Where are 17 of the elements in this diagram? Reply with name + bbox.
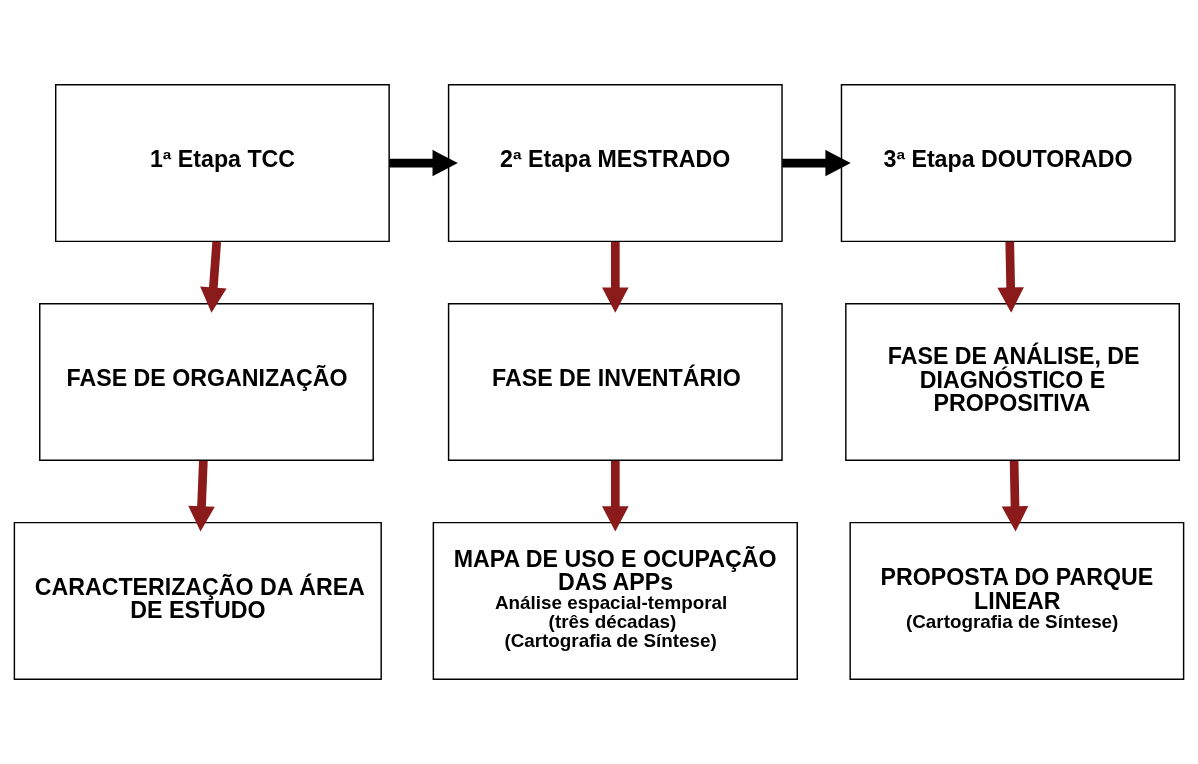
- arrow: [188, 460, 215, 532]
- arrow: [1001, 460, 1029, 532]
- arrow: [389, 149, 458, 177]
- node-box: FASE DE INVENTÁRIO: [447, 303, 783, 461]
- node-box: MAPA DE USO E OCUPAÇÃO DAS APPs Análise espacial-temporal (três décadas) (Cartografia de Síntese): [432, 521, 798, 680]
- node-box: PROPOSTA DO PARQUE LINEAR (Cartografia de Síntese): [849, 521, 1185, 680]
- arrow: [602, 241, 629, 313]
- arrow: [782, 149, 851, 177]
- node-box: FASE DE ANÁLISE, DE DIAGNÓSTICO E PROPOSITIVA: [845, 303, 1180, 461]
- arrow: [997, 241, 1024, 313]
- node-box: 1ª Etapa TCC: [54, 84, 390, 243]
- node-box: FASE DE ORGANIZAÇÃO: [39, 303, 374, 461]
- node-box: 3ª Etapa DOUTORADO: [840, 84, 1176, 243]
- arrow: [602, 460, 629, 532]
- arrow: [200, 241, 227, 313]
- node-box: 2ª Etapa MESTRADO: [447, 84, 783, 243]
- node-box: CARACTERIZAÇÃO DA ÁREA DE ESTUDO: [13, 521, 382, 680]
